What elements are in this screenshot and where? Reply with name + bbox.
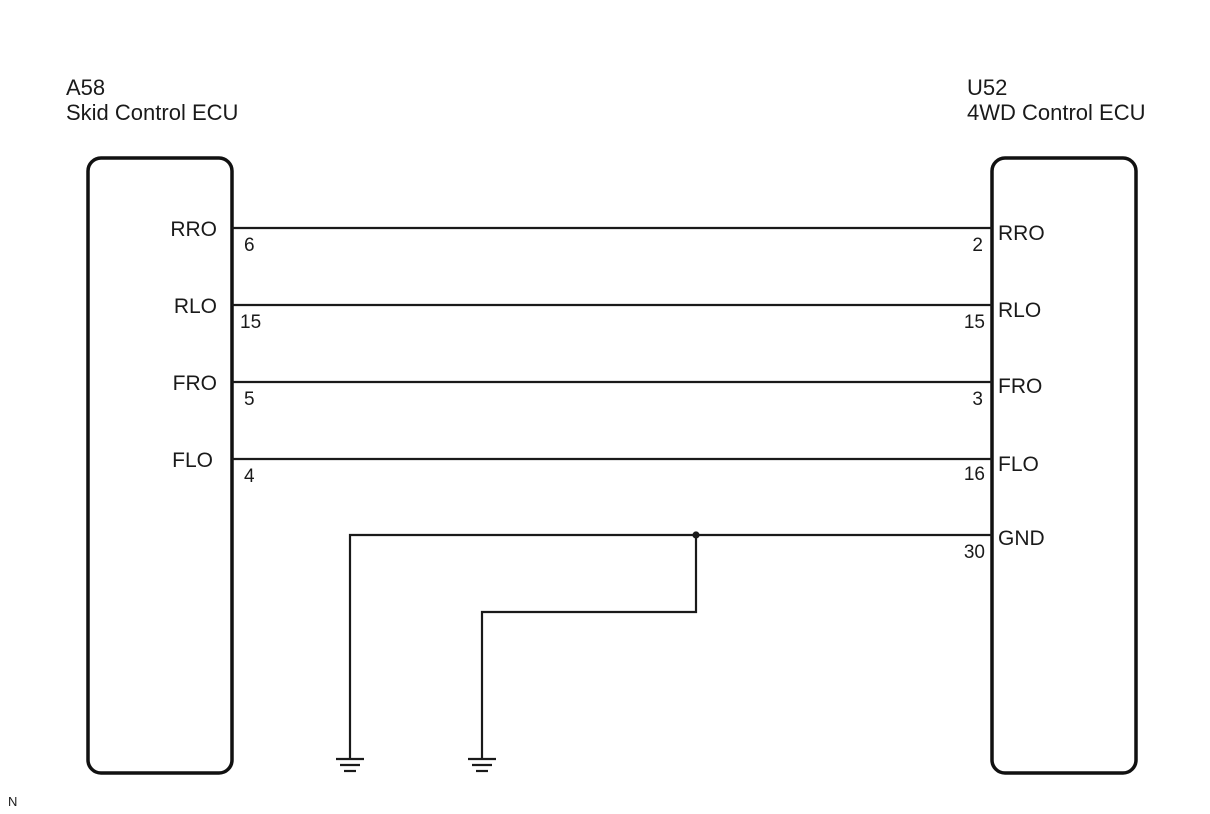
right-pin-number: 2: [972, 235, 983, 256]
right-pin-label: FRO: [998, 375, 1042, 398]
gnd-pin-label: GND: [998, 527, 1045, 550]
right-pin-label: RLO: [998, 299, 1041, 322]
right-ecu-code: U52: [967, 75, 1007, 100]
wire-rlo: RLO 15 15 RLO: [174, 295, 1041, 333]
left-pin-label: RLO: [174, 295, 217, 318]
left-ecu-box: [86, 156, 234, 775]
left-pin-label: FLO: [172, 449, 213, 472]
wire-flo: FLO 4 16 FLO: [172, 449, 1039, 487]
ground-icon: [336, 757, 364, 773]
ground-wire-main: [348, 533, 992, 758]
left-ecu-name: Skid Control ECU: [66, 100, 238, 125]
right-pin-number: 16: [964, 464, 985, 485]
left-ecu-code: A58: [66, 75, 105, 100]
gnd-pin-number: 30: [964, 542, 985, 563]
ground-wire-branch: [480, 535, 698, 758]
right-pin-label: RRO: [998, 222, 1045, 245]
left-pin-number: 6: [244, 235, 255, 256]
corner-mark: N: [8, 794, 17, 809]
left-pin-number: 4: [244, 466, 255, 487]
ground-circuit: 30 GND: [348, 527, 1045, 758]
left-pin-label: RRO: [170, 218, 217, 241]
right-pin-number: 3: [972, 389, 983, 410]
ground-icon: [468, 757, 496, 773]
wire-fro: FRO 5 3 FRO: [173, 372, 1043, 410]
right-pin-label: FLO: [998, 453, 1039, 476]
splice-point: [692, 531, 700, 539]
right-pin-number: 15: [964, 312, 985, 333]
right-ecu-box: [990, 156, 1138, 775]
left-pin-label: FRO: [173, 372, 217, 395]
left-pin-number: 15: [240, 312, 261, 333]
left-pin-number: 5: [244, 389, 255, 410]
right-ecu-name: 4WD Control ECU: [967, 100, 1145, 125]
wire-rro: RRO 6 2 RRO: [170, 218, 1044, 256]
